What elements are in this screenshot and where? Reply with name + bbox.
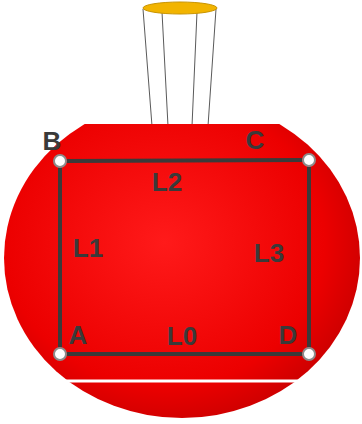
corner-point: B	[53, 154, 67, 168]
segment-label: L0	[167, 323, 197, 349]
corner-label: A	[69, 322, 88, 348]
rectangle-side	[58, 168, 62, 347]
corner-label: C	[246, 127, 265, 153]
gold-ring	[143, 2, 217, 14]
segment-label: L2	[152, 169, 182, 195]
corner-point: C	[302, 153, 316, 167]
string	[143, 9, 152, 126]
rectangle-side	[67, 158, 302, 163]
string	[208, 9, 216, 126]
corner-label: D	[279, 322, 298, 348]
string	[192, 12, 197, 126]
corner-label: B	[43, 128, 62, 154]
red-body	[4, 124, 360, 418]
rectangle-side	[67, 352, 302, 356]
rectangle-side	[307, 167, 311, 347]
white-stripe	[60, 380, 298, 383]
segment-label: L1	[73, 235, 103, 261]
strings	[143, 9, 216, 126]
corner-point: A	[53, 347, 67, 361]
segment-label: L3	[254, 240, 284, 266]
string	[162, 12, 168, 126]
corner-point: D	[302, 347, 316, 361]
